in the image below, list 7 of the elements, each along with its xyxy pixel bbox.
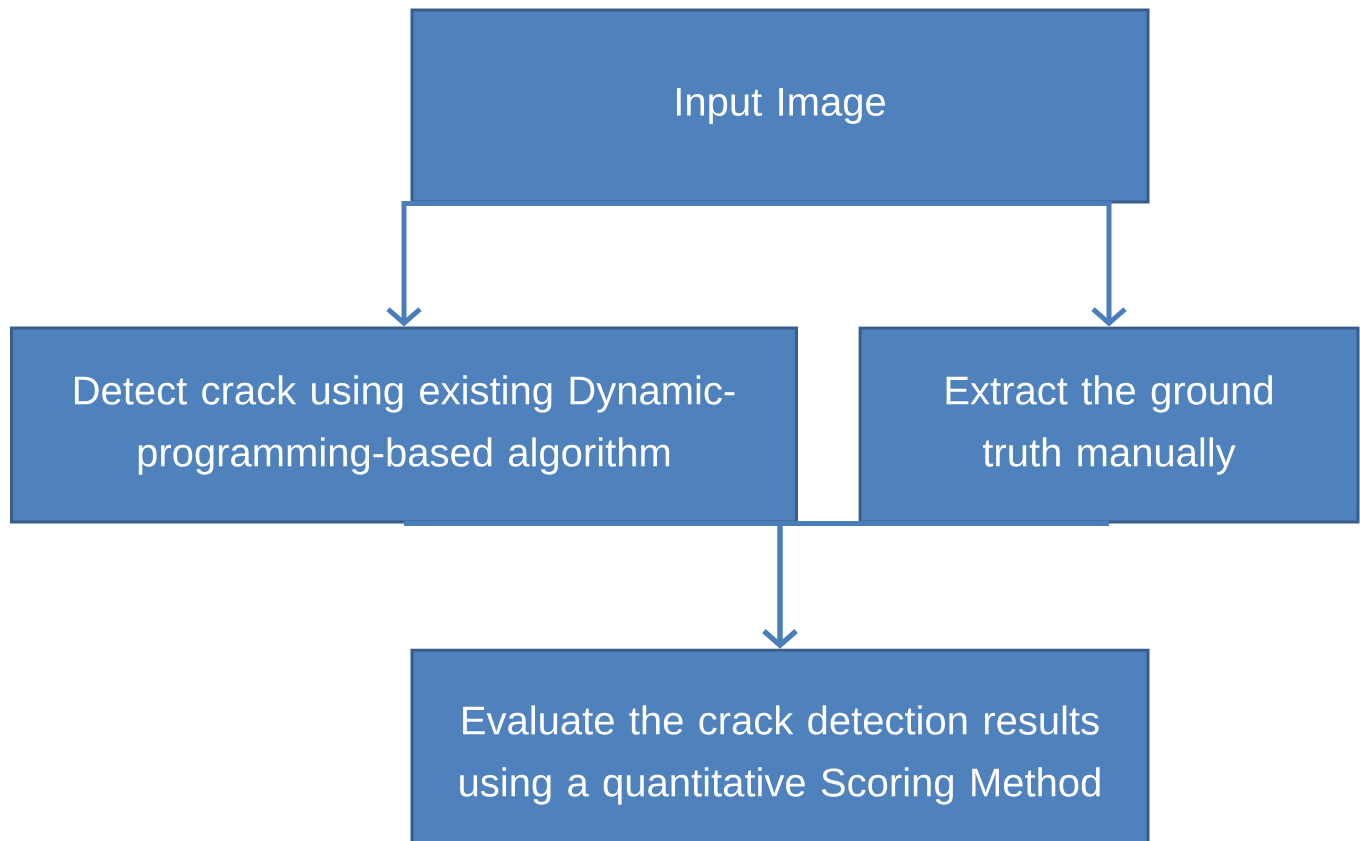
process-box: Extract the ground truth manually <box>858 326 1360 524</box>
arrow <box>762 521 1109 649</box>
arrow <box>386 201 780 327</box>
process-box: Input Image <box>410 8 1150 204</box>
process-box: Detect crack using existing Dynamic-programming-based algorithm <box>10 326 798 524</box>
process-box: Evaluate the crack detection results using a quantitative Scoring Method <box>410 648 1150 841</box>
arrow <box>780 201 1127 327</box>
